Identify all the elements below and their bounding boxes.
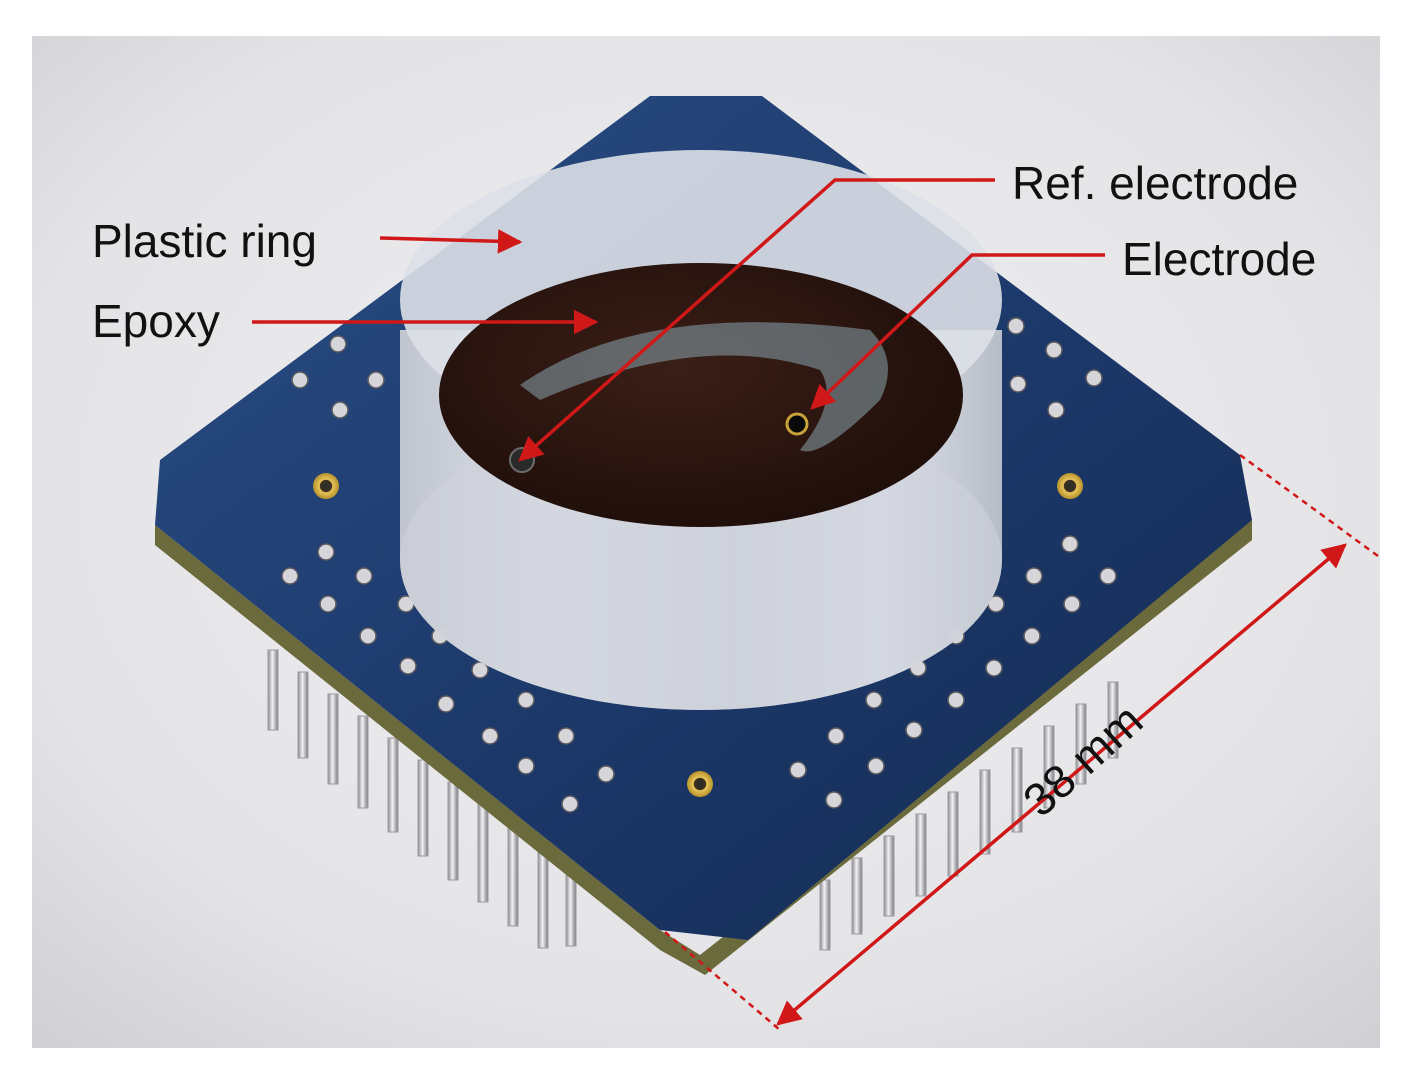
dimension-indicator [664, 453, 1379, 1031]
plastic-ring-label: Plastic ring [92, 215, 317, 267]
dimension-line [776, 543, 1347, 1026]
bottom-pins-left [267, 649, 577, 949]
electrode-dot [785, 412, 809, 436]
dimension-extension-bottom [664, 931, 781, 1031]
epoxy-reflection [520, 322, 888, 452]
ref-electrode-label: Ref. electrode [1012, 157, 1299, 209]
annotation-arrows [252, 178, 1105, 462]
electrode-arrow [810, 253, 1105, 410]
electrode-label: Electrode [1122, 233, 1317, 285]
plastic-ring-arrow [379, 229, 523, 254]
gold-pads [313, 473, 1083, 797]
epoxy-well [439, 263, 963, 527]
epoxy-label: Epoxy [92, 295, 220, 347]
ref-electrode-arrow [518, 178, 995, 462]
